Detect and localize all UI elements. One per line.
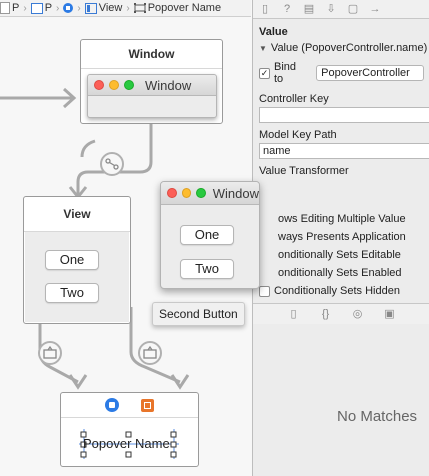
object-cube-icon[interactable] [141, 398, 154, 412]
size-inspector-icon[interactable]: ▢ [347, 3, 359, 15]
window-titlebar: Window [88, 75, 216, 96]
bind-to-label: Bind to [273, 61, 297, 85]
attributes-inspector-icon[interactable]: ⇩ [326, 3, 336, 15]
view-icon [84, 2, 97, 14]
popover-button-one[interactable]: One [180, 225, 234, 245]
popover-name-field[interactable]: Popover Name [79, 429, 179, 459]
button-one[interactable]: One [45, 250, 99, 270]
section-title: Value [259, 26, 288, 38]
jump-bar-item-popover-name[interactable]: Popover Name [133, 2, 222, 14]
button-two[interactable]: Two [45, 283, 99, 303]
close-icon [94, 80, 104, 90]
relationship-icon [105, 158, 119, 170]
jump-bar-view-label: View [98, 2, 123, 14]
chevron-right-icon: › [77, 2, 81, 14]
popover-titlebar: Window [161, 182, 259, 205]
code-snippet-icon[interactable]: {} [321, 308, 330, 320]
popover-scene-toolbar [61, 393, 198, 418]
text-field-icon [133, 3, 146, 13]
view-scene-content: One Two [25, 232, 129, 322]
jump-bar-item-file[interactable]: P [0, 2, 19, 14]
tooltip: Second Button [152, 302, 245, 326]
chevron-right-icon: › [23, 2, 27, 14]
binding-header-label: Value (PopoverController.name) [270, 42, 428, 54]
option-label: ows Editing Multiple Value [278, 213, 406, 225]
chevron-right-icon: › [126, 2, 130, 14]
controller-key-label: Controller Key [259, 93, 329, 105]
no-matches-label: No Matches [337, 408, 418, 425]
close-icon[interactable] [167, 188, 177, 198]
option-row[interactable]: ways Presents Application [253, 228, 429, 246]
option-label: Conditionally Sets Hidden [274, 285, 400, 297]
bind-to-popup[interactable]: PopoverController [316, 65, 424, 81]
option-checkbox[interactable] [259, 285, 270, 297]
popover-segue-icon-two[interactable] [138, 341, 162, 365]
jump-bar-storyboard-label: P [44, 2, 53, 14]
window-scene-title: Window [81, 40, 222, 69]
jump-bar-item-controller[interactable] [63, 3, 74, 13]
option-row[interactable]: ows Editing Multiple Value [253, 210, 429, 228]
value-transformer-label: Value Transformer [259, 165, 349, 177]
selection-handles [79, 429, 179, 459]
window-title: Window [145, 77, 192, 93]
jump-bar-popover-name-label: Popover Name [147, 2, 222, 14]
minimize-icon [109, 80, 119, 90]
inspector-tabs: ▯ ? ▤ ⇩ ▢ → [253, 0, 429, 19]
library-selector-bar: ▯ {} ◎ ▣ [253, 303, 429, 324]
option-row[interactable]: onditionally Sets Editable [253, 246, 429, 264]
option-label: ways Presents Application [278, 231, 406, 243]
binding-options-list: ows Editing Multiple Value ways Presents… [253, 210, 429, 302]
storyboard-icon [30, 2, 43, 14]
binding-header[interactable]: ▼ Value (PopoverController.name) [253, 40, 429, 56]
popover-scene[interactable]: Popover Name [60, 392, 199, 467]
connections-inspector-icon[interactable]: → [369, 3, 381, 15]
option-row[interactable]: Conditionally Sets Hidden [253, 282, 429, 300]
bind-to-row: ✓ Bind to PopoverController [253, 56, 429, 87]
object-library-icon[interactable]: ◎ [352, 308, 363, 320]
popover-name-label: Popover Name [83, 436, 170, 451]
file-template-icon[interactable]: ▯ [290, 308, 297, 320]
bindings-inspector: ▯ ? ▤ ⇩ ▢ → Value ▼ Value (PopoverContro… [252, 0, 429, 476]
popover-segue-icon [43, 345, 57, 359]
file-icon [0, 2, 10, 14]
model-key-path-label: Model Key Path [259, 129, 337, 141]
model-key-path-field[interactable]: name [259, 143, 429, 159]
file-inspector-icon[interactable]: ▯ [261, 3, 269, 15]
popover-window-title: Window [212, 185, 259, 201]
jump-bar-item-storyboard[interactable]: P [30, 2, 53, 14]
identity-inspector-icon[interactable]: ▤ [303, 3, 315, 15]
segue-icon[interactable] [100, 152, 124, 176]
bind-to-checkbox[interactable]: ✓ [259, 67, 270, 79]
jump-bar-item-view[interactable]: View [84, 2, 123, 14]
window-scene[interactable]: Window Window [80, 39, 223, 124]
zoom-icon[interactable] [196, 188, 206, 198]
media-library-icon[interactable]: ▣ [384, 308, 395, 320]
view-controller-icon[interactable] [105, 398, 119, 412]
option-label: onditionally Sets Editable [278, 249, 401, 261]
minimize-icon[interactable] [181, 188, 192, 198]
view-scene-title: View [24, 197, 130, 232]
window-scene-window[interactable]: Window [87, 74, 217, 118]
jump-bar-file-label: P [12, 2, 20, 14]
jump-bar: P › P › › View › Popover Name [0, 0, 251, 17]
help-icon[interactable]: ? [283, 3, 291, 15]
option-label: onditionally Sets Enabled [278, 267, 402, 279]
popover-segue-icon-one[interactable] [38, 341, 62, 365]
chevron-right-icon: › [56, 2, 60, 14]
disclosure-down-icon[interactable]: ▼ [259, 43, 267, 53]
view-controller-icon [63, 3, 74, 13]
option-row[interactable]: onditionally Sets Enabled [253, 264, 429, 282]
controller-key-field[interactable] [259, 107, 429, 123]
popover-window[interactable]: Window One Two [160, 181, 260, 289]
view-scene[interactable]: View One Two [23, 196, 131, 324]
popover-segue-icon [143, 345, 157, 359]
popover-button-two[interactable]: Two [180, 259, 234, 279]
zoom-icon [124, 80, 134, 90]
